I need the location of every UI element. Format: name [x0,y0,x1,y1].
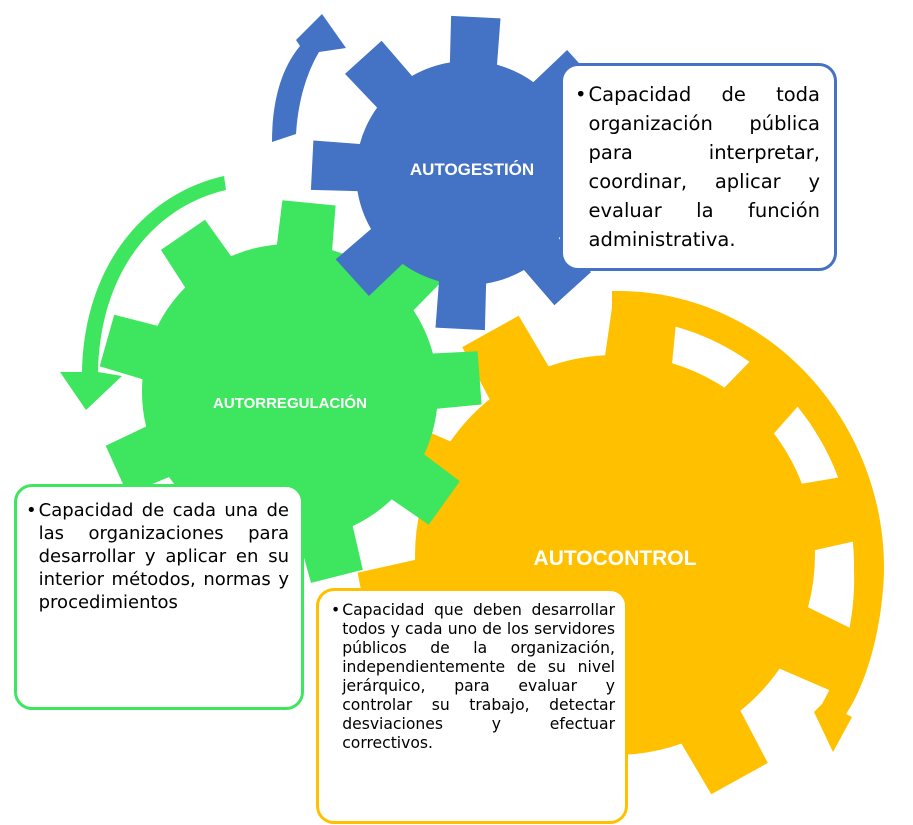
description-text-autocontrol: Capacidad que deben desarrollar todos y … [342,601,615,752]
gear-label-autogestion: AUTOGESTIÓN [409,160,535,179]
gear-label-autocontrol: AUTOCONTROL [533,547,697,570]
bullet-icon: • [26,500,37,521]
description-item-autogestion: • Capacidad de toda organización pública… [575,80,820,254]
description-box-autorregulacion: • Capacidad de cada una de las organizac… [14,484,304,710]
gear-autogestion-shape [310,15,626,331]
bullet-icon: • [331,601,341,619]
description-item-autocontrol: • Capacidad que deben desarrollar todos … [331,601,615,753]
description-text-autorregulacion: Capacidad de cada una de las organizacio… [38,500,289,613]
gear-autogestion [310,15,626,331]
curved-arrow-yellow [612,290,885,752]
description-text-autogestion: Capacidad de toda organización pública p… [588,83,820,251]
description-item-autorregulacion: • Capacidad de cada una de las organizac… [26,499,289,614]
curved-arrow-blue [272,14,346,142]
curved-arrow-green [60,176,226,410]
bullet-icon: • [575,83,587,106]
description-box-autogestion: • Capacidad de toda organización pública… [560,63,837,271]
description-box-autocontrol: • Capacidad que deben desarrollar todos … [316,588,628,824]
gear-label-autorregulacion: AUTORREGULACIÓN [213,395,367,412]
